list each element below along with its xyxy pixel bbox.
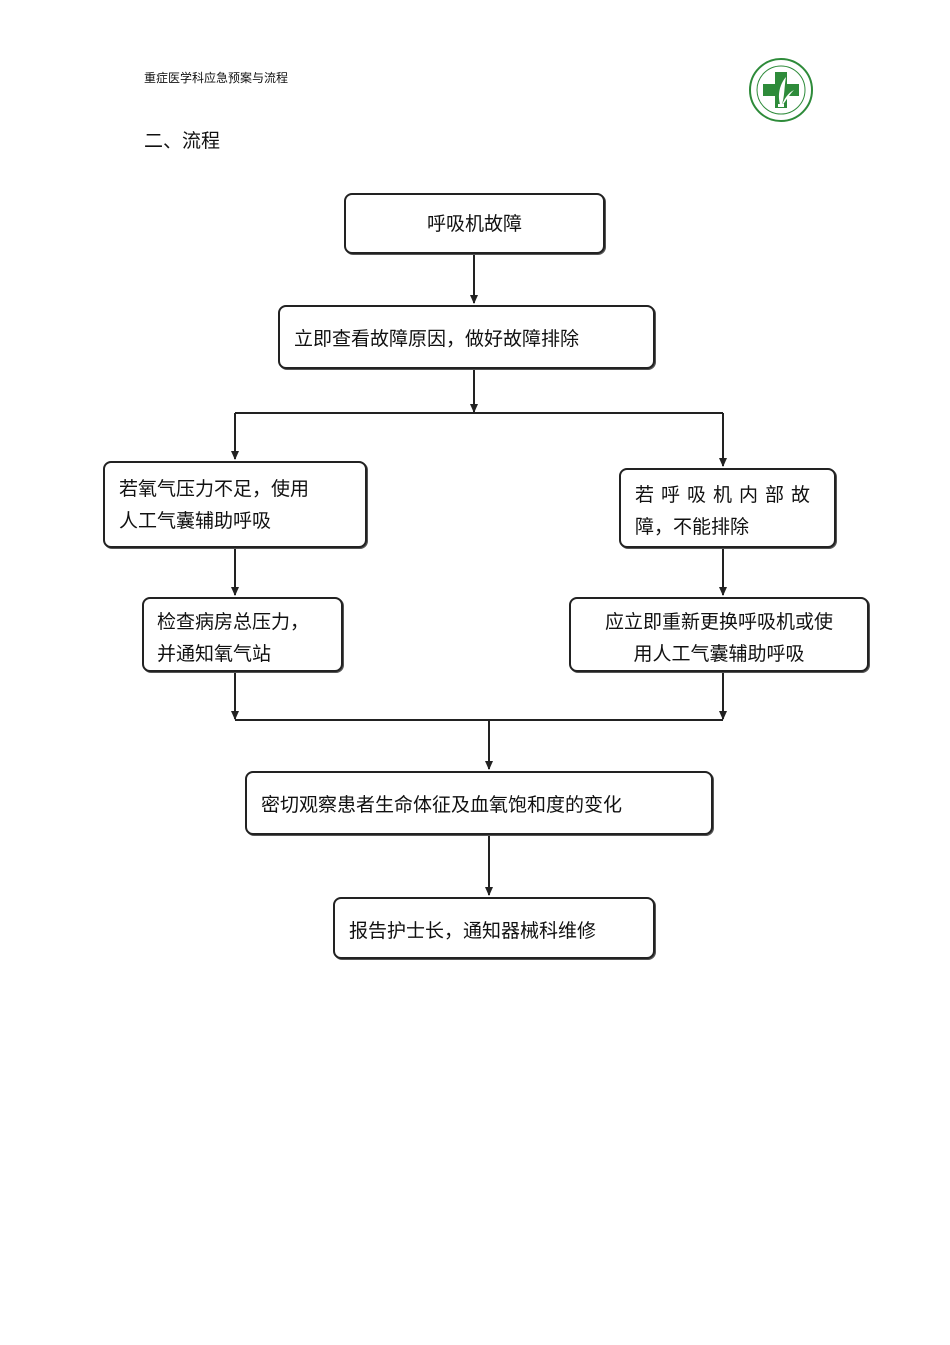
- node-ventilator-failure-label: 呼吸机故障: [426, 213, 522, 235]
- node-replace-ventilator-line1: 应立即重新更换呼吸机或使: [604, 611, 833, 633]
- node-observe-vitals: 密切观察患者生命体征及血氧饱和度的变化: [245, 771, 713, 835]
- document-header-title: 重症医学科应急预案与流程: [144, 71, 289, 85]
- node-internal-fault: 若呼吸机内部故 障，不能排除: [619, 468, 836, 548]
- node-ventilator-failure: 呼吸机故障: [344, 193, 605, 254]
- node-replace-ventilator: 应立即重新更换呼吸机或使 用人工气囊辅助呼吸: [569, 597, 869, 672]
- node-check-ward-pressure: 检查病房总压力， 并通知氧气站: [142, 597, 343, 672]
- node-observe-vitals-label: 密切观察患者生命体征及血氧饱和度的变化: [261, 794, 623, 816]
- node-internal-fault-line1: 若呼吸机内部故: [635, 484, 818, 506]
- node-oxygen-pressure-low: 若氧气压力不足，使用 人工气囊辅助呼吸: [103, 461, 367, 548]
- hospital-logo-icon: [749, 58, 813, 122]
- node-oxygen-pressure-low-line2: 人工气囊辅助呼吸: [119, 510, 272, 532]
- node-check-ward-pressure-line1: 检查病房总压力，: [157, 611, 310, 633]
- node-report-head-nurse-label: 报告护士长，通知器械科维修: [349, 920, 597, 942]
- node-report-head-nurse: 报告护士长，通知器械科维修: [333, 897, 655, 959]
- node-oxygen-pressure-low-line1: 若氧气压力不足，使用: [119, 478, 310, 500]
- node-replace-ventilator-line2: 用人工气囊辅助呼吸: [633, 643, 805, 665]
- section-title: 二、流程: [144, 130, 221, 152]
- node-internal-fault-line2: 障，不能排除: [635, 516, 750, 538]
- node-check-cause-label: 立即查看故障原因，做好故障排除: [294, 328, 580, 350]
- node-check-cause: 立即查看故障原因，做好故障排除: [278, 305, 655, 369]
- node-check-ward-pressure-line2: 并通知氧气站: [157, 643, 272, 665]
